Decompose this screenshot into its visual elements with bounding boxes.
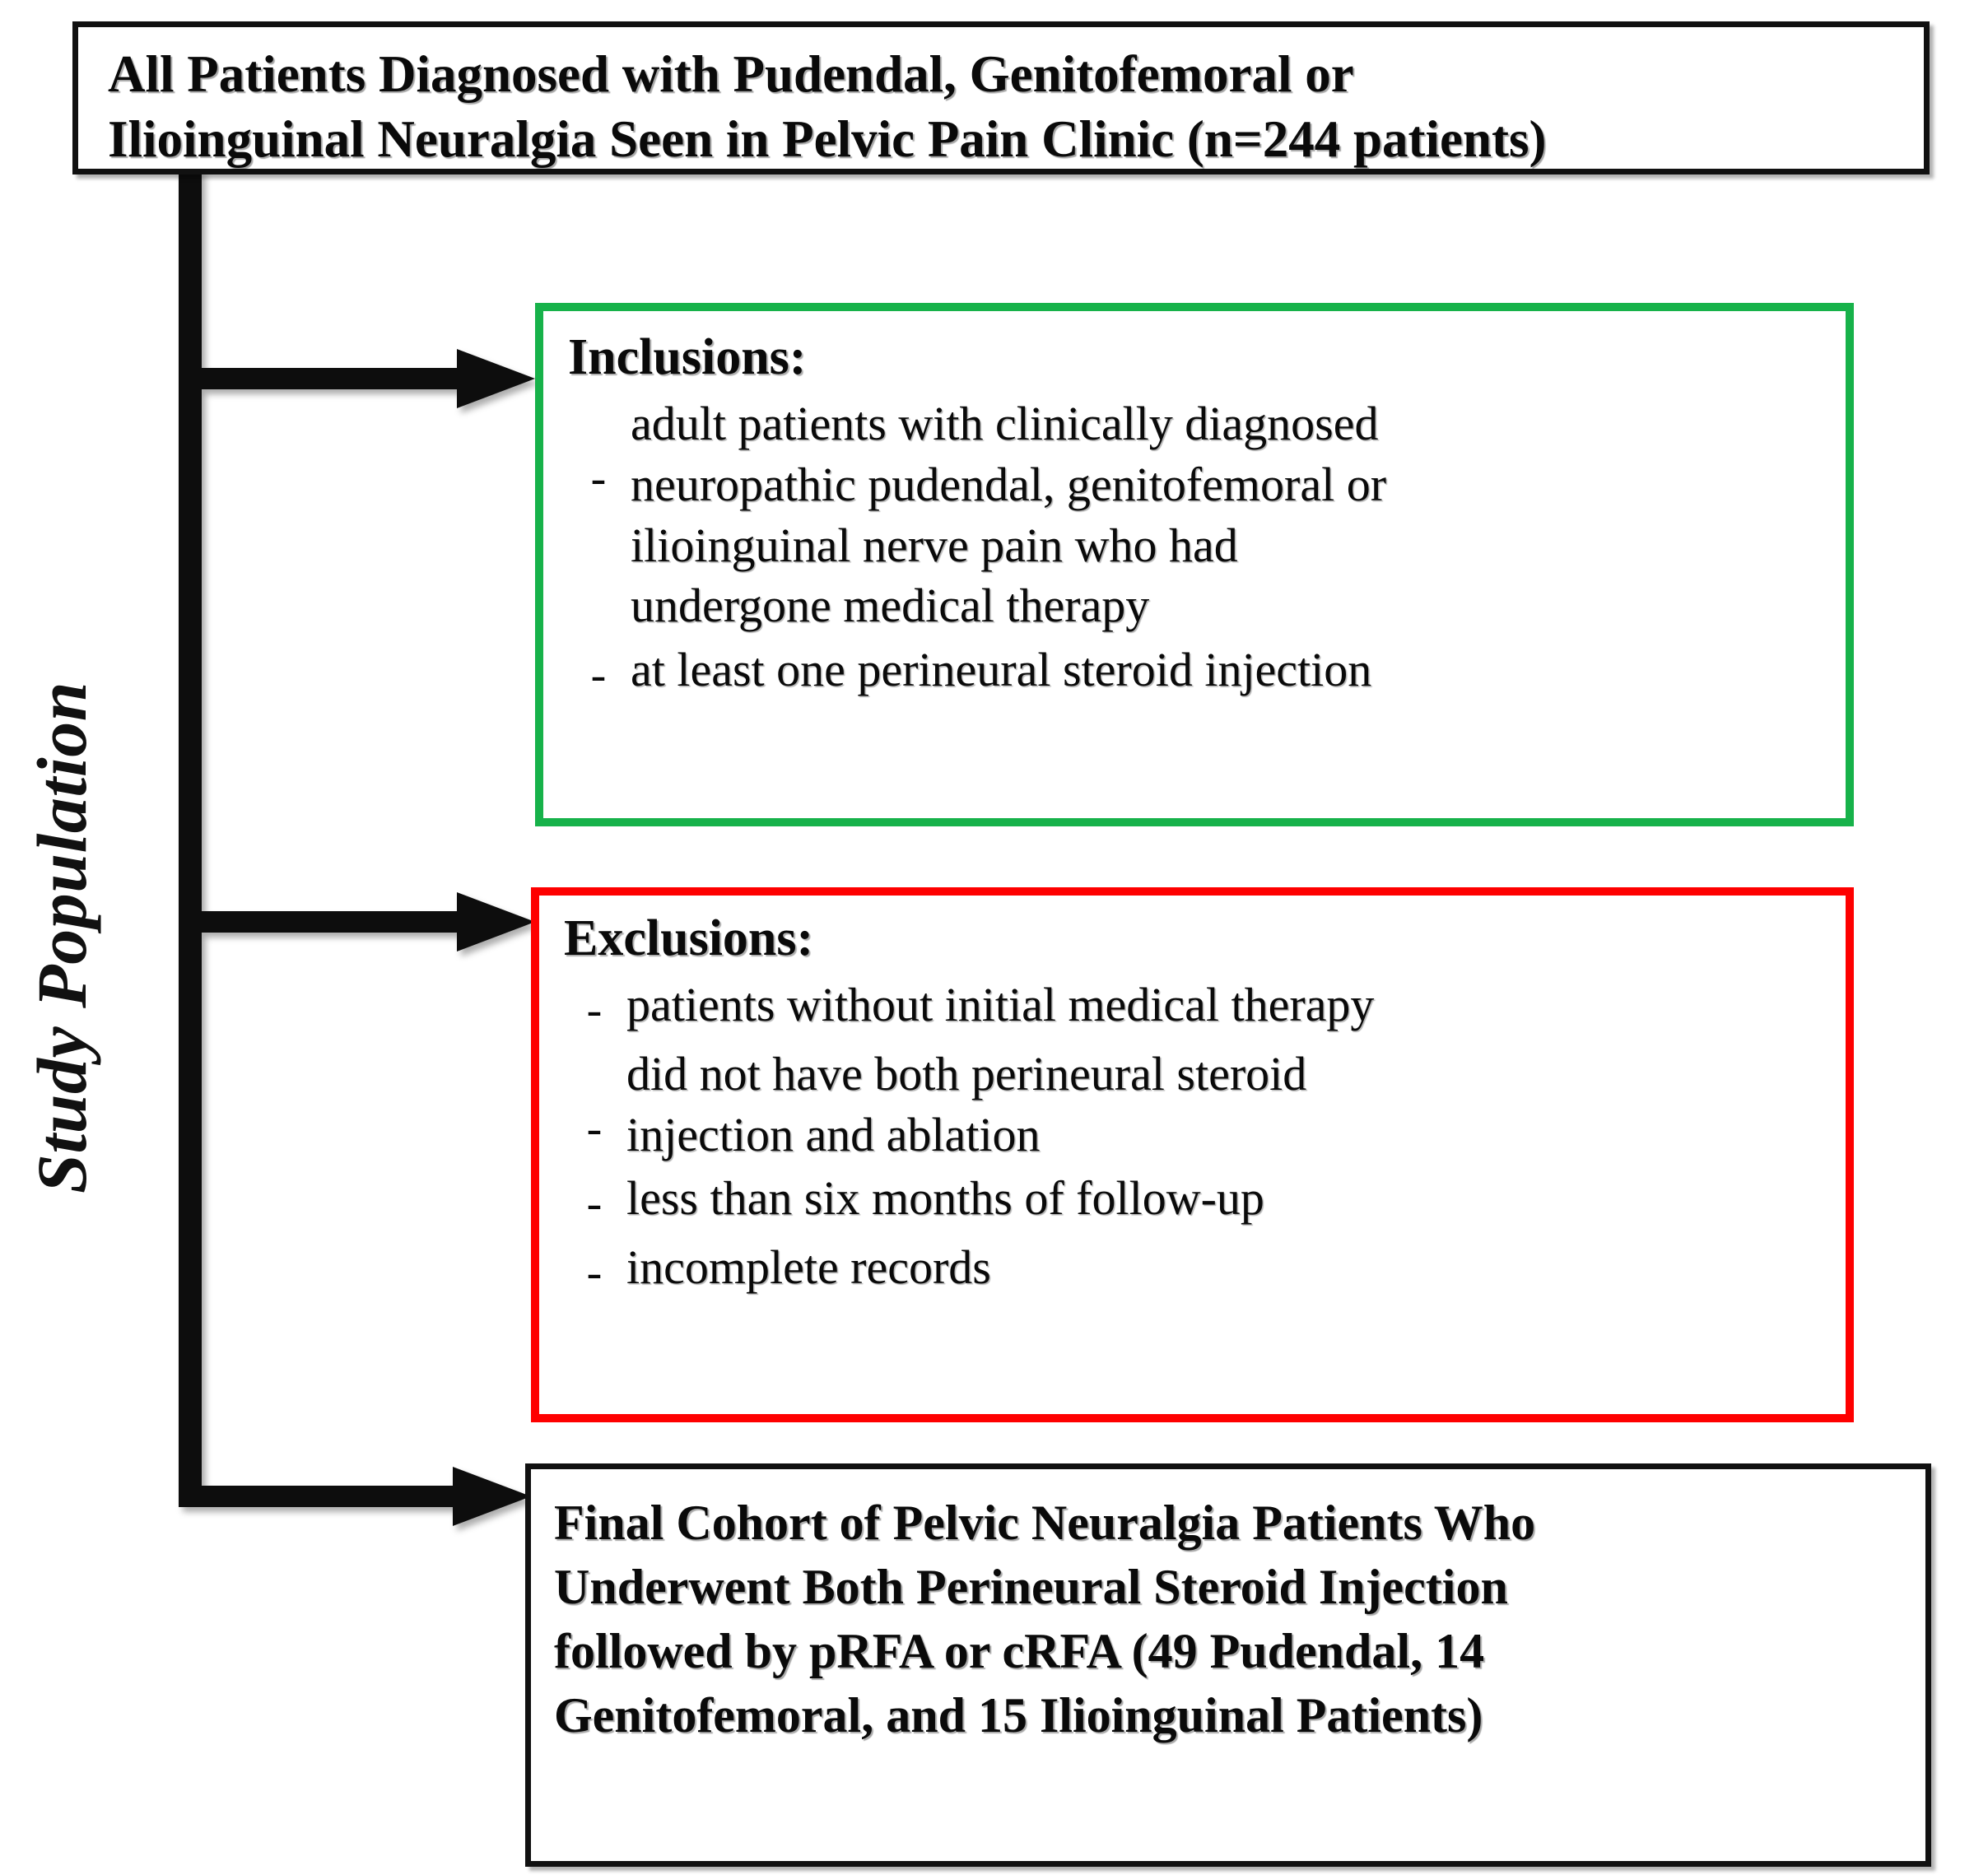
inclusions-item-1-line-3: ilioinguinal nerve pain who had [631,518,1238,572]
all-patients-line-2: Ilioinguinal Neuralgia Seen in Pelvic Pa… [108,110,1547,169]
final-cohort-line-2: Underwent Both Perineural Steroid Inject… [554,1560,1508,1614]
inclusions-list: - adult patients with clinically diagnos… [566,393,1829,705]
final-cohort-line-1: Final Cohort of Pelvic Neuralgia Patient… [554,1496,1536,1550]
arrow-1-head [457,349,535,408]
exclusions-item-2-line-2: injection and ablation [626,1107,1041,1161]
final-cohort-box: Final Cohort of Pelvic Neuralgia Patient… [525,1463,1931,1867]
exclusions-item-3: less than six months of follow-up [626,1168,1264,1229]
inclusions-title: Inclusions: [568,329,807,385]
exclusions-item-2-line-1: did not have both perineural steroid [626,1046,1307,1100]
list-item: - less than six months of follow-up [562,1168,1829,1234]
exclusions-title: Exclusions: [564,910,814,966]
exclusions-item-4: incomplete records [626,1237,991,1298]
bullet-marker-icon: - [590,649,607,700]
exclusions-item-1: patients without initial medical therapy [626,975,1374,1035]
study-population-text: Study Population [22,681,101,1194]
vertical-connector-line [179,170,202,1507]
arrow-2-shaft [179,911,471,933]
bullet-marker-icon: - [586,1246,603,1298]
all-patients-box: All Patients Diagnosed with Pudendal, Ge… [72,21,1930,174]
exclusions-box: Exclusions: - patients without initial m… [531,887,1854,1422]
final-cohort-line-3: followed by pRFA or cRFA (49 Pudendal, 1… [554,1624,1485,1678]
exclusions-list: - patients without initial medical thera… [562,975,1829,1302]
list-item: - did not have both perineural steroid i… [562,1044,1829,1165]
exclusions-item-1-line-1: patients without initial medical therapy [626,978,1375,1032]
list-item: - adult patients with clinically diagnos… [566,393,1829,636]
inclusions-item-1-line-4: undergone medical therapy [631,579,1150,633]
list-item: - patients without initial medical thera… [562,975,1829,1040]
inclusions-item-1: adult patients with clinically diagnosed… [631,393,1386,636]
inclusions-item-1-line-2: neuropathic pudendal, genitofemoral or [631,457,1387,511]
arrow-group [179,170,535,1526]
exclusions-item-3-line-1: less than six months of follow-up [626,1171,1264,1226]
arrow-2-head [457,892,535,951]
arrow-3-head [453,1467,531,1526]
study-population-axis-label: Study Population [0,0,123,1875]
list-item: - incomplete records [562,1237,1829,1303]
bullet-marker-icon: - [590,453,607,505]
arrow-1-shaft [179,368,471,389]
inclusions-item-1-line-1: adult patients with clinically diagnosed [631,397,1379,451]
bullet-marker-icon: - [586,1178,603,1230]
exclusions-item-4-line-1: incomplete records [626,1240,991,1294]
exclusions-item-2: did not have both perineural steroid inj… [626,1044,1306,1165]
inclusions-item-2: at least one perineural steroid injectio… [631,640,1371,700]
inclusions-item-2-line-1: at least one perineural steroid injectio… [631,642,1372,696]
list-item: - at least one perineural steroid inject… [566,640,1829,705]
all-patients-line-1: All Patients Diagnosed with Pudendal, Ge… [108,45,1354,103]
bullet-marker-icon: - [586,1102,603,1154]
inclusions-box: Inclusions: - adult patients with clinic… [535,303,1854,826]
arrow-3-shaft [179,1486,467,1507]
bullet-marker-icon: - [586,984,603,1036]
final-cohort-line-4: Genitofemoral, and 15 Ilioinguinal Patie… [554,1688,1483,1742]
